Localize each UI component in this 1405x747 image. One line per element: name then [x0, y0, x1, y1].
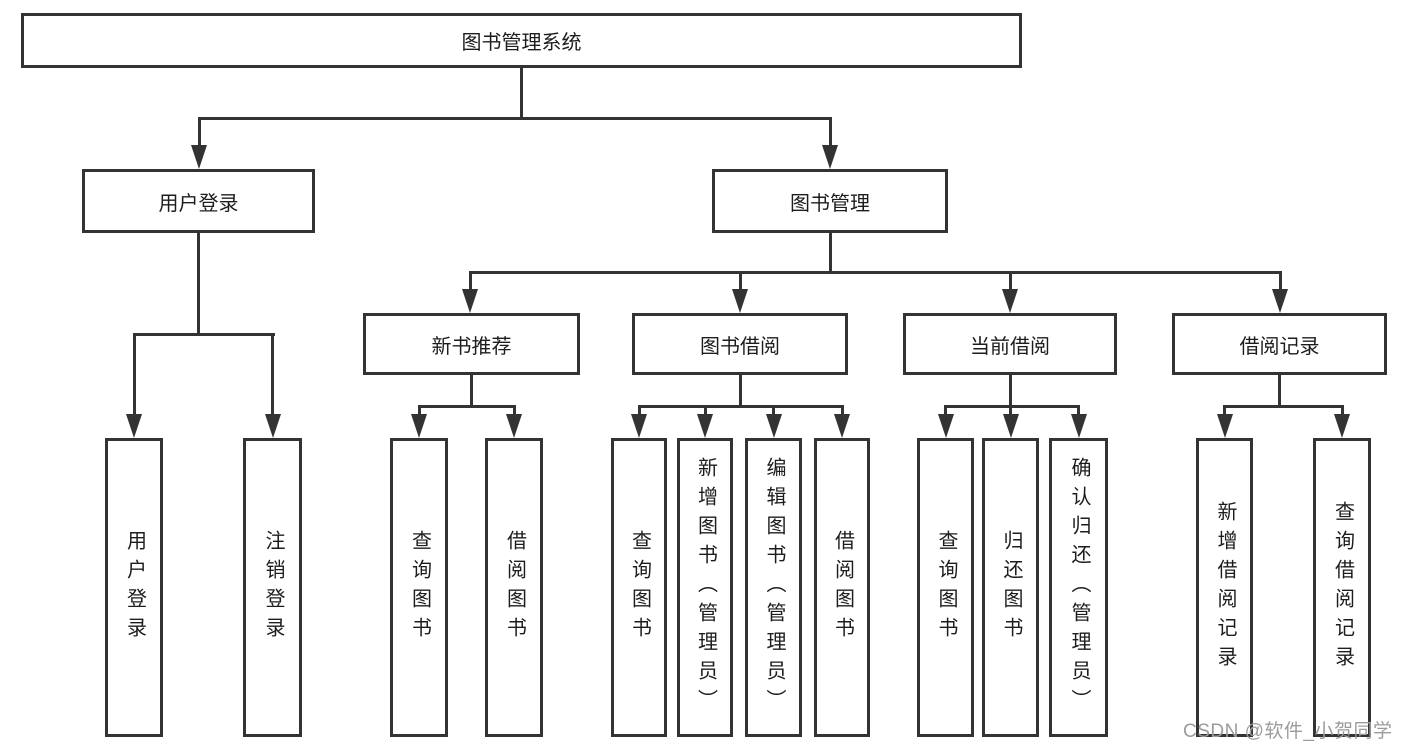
leaf-newbook-query-books: 查询图书 [390, 438, 448, 737]
arrow-head [765, 414, 782, 438]
arrow-head [1272, 289, 1288, 313]
arrow-head [631, 414, 647, 438]
arrow-stem [197, 117, 201, 148]
connector-line [828, 231, 832, 273]
connector-line [1223, 405, 1344, 408]
leaf-edit-books-admin-label: 编辑图书（管理员） [763, 457, 785, 718]
arrow-head [126, 414, 142, 438]
leaf-borrow-borrow-books-label: 借阅图书 [831, 529, 854, 646]
arrow-head [1002, 414, 1019, 438]
leaf-add-borrow-record: 新增借阅记录 [1196, 438, 1253, 737]
arrow-head [191, 145, 207, 169]
leaf-query-borrow-record-label: 查询借阅记录 [1331, 500, 1354, 675]
arrow-head [697, 414, 713, 438]
connector-line [470, 373, 473, 407]
arrow-stem [1077, 405, 1080, 417]
arrow-head [1070, 414, 1087, 438]
connector-line [944, 405, 1080, 408]
arrow-stem [637, 405, 641, 417]
arrow-stem [132, 333, 136, 416]
leaf-query-borrow-record: 查询借阅记录 [1313, 438, 1371, 737]
leaf-return-books: 归还图书 [982, 438, 1039, 737]
arrow-stem [468, 271, 472, 291]
arrow-stem [840, 405, 844, 417]
node-book-borrow: 图书借阅 [632, 313, 848, 375]
leaf-logout: 注销登录 [243, 438, 302, 737]
watermark: CSDN @软件_小贺同学 [1183, 721, 1393, 742]
connector-line [196, 231, 200, 336]
connector-line [1008, 373, 1012, 407]
arrow-stem [703, 405, 707, 417]
leaf-confirm-return-admin: 确认归还（管理员） [1049, 438, 1108, 737]
arrow-stem [1340, 405, 1344, 417]
leaf-return-books-label: 归还图书 [1000, 529, 1022, 646]
arrow-head [822, 145, 838, 169]
arrow-head [506, 414, 522, 438]
leaf-add-books-admin: 新增图书（管理员） [677, 438, 733, 737]
arrow-head [462, 289, 478, 313]
leaf-borrow-query-books: 查询图书 [611, 438, 667, 737]
arrow-head [411, 414, 427, 438]
arrow-stem [738, 271, 742, 291]
leaf-newbook-borrow-books-label: 借阅图书 [503, 529, 526, 646]
leaf-user-login-label: 用户登录 [123, 529, 146, 646]
leaf-logout-label: 注销登录 [262, 529, 284, 646]
connector-line [738, 373, 742, 407]
connector-line [1278, 373, 1281, 407]
connector-line [519, 66, 523, 118]
arrow-stem [1278, 271, 1282, 291]
node-library-management-system: 图书管理系统 [21, 13, 1022, 68]
arrow-stem [1008, 271, 1012, 291]
arrow-stem [944, 405, 947, 417]
connector-line [468, 271, 1282, 274]
leaf-newbook-query-books-label: 查询图书 [408, 529, 431, 646]
arrow-stem [1009, 405, 1012, 417]
arrow-head [834, 414, 850, 438]
arrow-stem [772, 405, 775, 417]
arrow-head [937, 414, 954, 438]
arrow-head [264, 414, 281, 438]
connector-line [197, 117, 832, 120]
leaf-newbook-borrow-books: 借阅图书 [485, 438, 543, 737]
arrow-stem [1223, 405, 1226, 417]
leaf-borrow-borrow-books: 借阅图书 [814, 438, 870, 737]
node-current-borrow: 当前借阅 [903, 313, 1117, 375]
arrow-head [1002, 289, 1018, 313]
arrow-stem [417, 405, 421, 417]
arrow-stem [512, 405, 516, 417]
leaf-user-login: 用户登录 [105, 438, 163, 737]
leaf-add-borrow-record-label: 新增借阅记录 [1214, 500, 1236, 675]
connector-line [132, 333, 275, 336]
arrow-stem [271, 333, 274, 416]
leaf-confirm-return-admin-label: 确认归还（管理员） [1068, 457, 1090, 718]
leaf-add-books-admin-label: 新增图书（管理员） [694, 457, 717, 718]
node-book-management: 图书管理 [712, 169, 948, 233]
arrow-head [1216, 414, 1233, 438]
leaf-current-query-books: 查询图书 [917, 438, 974, 737]
arrow-stem [828, 117, 832, 148]
leaf-current-query-books-label: 查询图书 [935, 529, 957, 646]
arrow-head [732, 289, 748, 313]
node-new-book-recommend: 新书推荐 [363, 313, 580, 375]
node-user-login: 用户登录 [82, 169, 315, 233]
leaf-edit-books-admin: 编辑图书（管理员） [745, 438, 802, 737]
leaf-borrow-query-books-label: 查询图书 [628, 529, 651, 646]
connector-line [637, 405, 844, 408]
node-borrow-record: 借阅记录 [1172, 313, 1387, 375]
arrow-head [1334, 414, 1350, 438]
connector-line [417, 405, 516, 408]
